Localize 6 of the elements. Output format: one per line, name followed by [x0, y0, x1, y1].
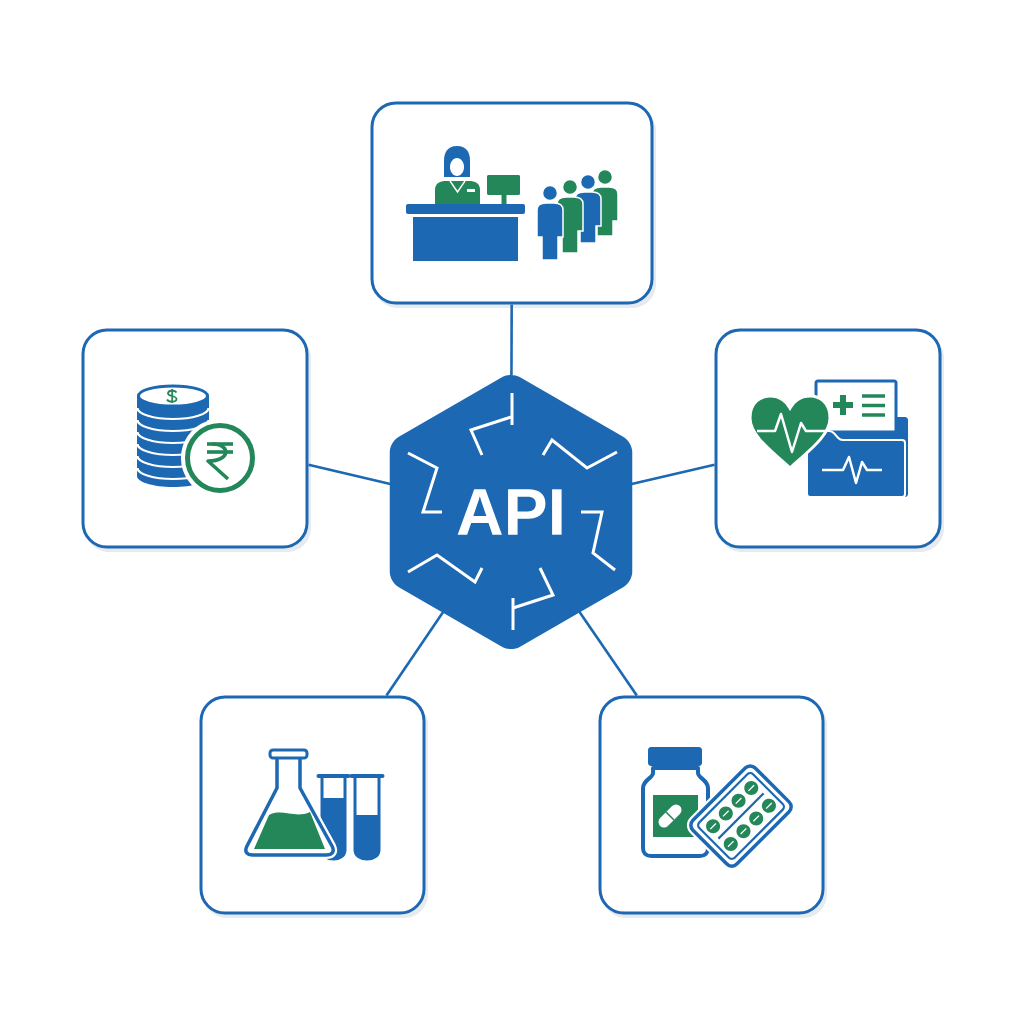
connector-line: [577, 609, 638, 697]
connector-line: [385, 609, 446, 697]
connector-line: [629, 463, 715, 486]
connector-line: [510, 304, 513, 376]
connector-line: [308, 463, 393, 486]
hexagon: API: [389, 374, 633, 650]
